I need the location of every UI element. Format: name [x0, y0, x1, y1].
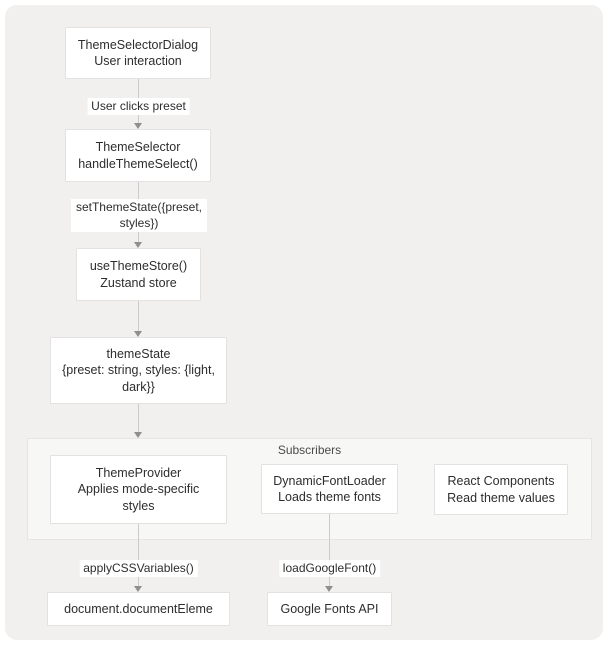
node-subtitle: handleThemeSelect() — [78, 156, 198, 171]
node-title: ThemeProvider — [95, 465, 182, 480]
edge-label-set-theme-state: setThemeState({preset, styles}) — [71, 199, 207, 232]
edge-dialog-to-selector-arrowhead — [134, 122, 142, 129]
node-title: useThemeStore() — [89, 259, 188, 273]
node-title: Google Fonts API — [280, 601, 379, 616]
node-theme-state[interactable]: themeState {preset: string, styles: {lig… — [50, 337, 227, 404]
edge-selector-to-store-arrowhead — [134, 241, 142, 248]
edge-store-to-state — [137, 300, 140, 331]
edge-fontloader-to-googlefonts-arrowhead — [325, 585, 333, 592]
edge-label-load-google-font: loadGoogleFont() — [278, 560, 381, 577]
node-theme-selector-dialog[interactable]: ThemeSelectorDialog User interaction — [65, 27, 211, 79]
node-dynamic-font-loader[interactable]: DynamicFontLoader Loads theme fonts — [261, 464, 398, 514]
edge-state-to-subscribers-arrowhead — [134, 431, 142, 438]
node-title: ThemeSelector — [95, 140, 181, 154]
node-subtitle: User interaction — [94, 54, 182, 68]
node-subtitle: Loads theme fonts — [278, 490, 381, 504]
node-subtitle: Applies mode-specific styles — [77, 482, 200, 513]
subscribers-group-label: Subscribers — [277, 443, 342, 457]
edge-label-user-clicks-preset: User clicks preset — [87, 97, 190, 115]
node-title: ThemeSelectorDialog — [77, 37, 199, 52]
edge-provider-to-document-arrowhead — [134, 585, 142, 592]
diagram-canvas: Subscribers ThemeSelectorDialog User int… — [5, 5, 603, 640]
node-subtitle: Zustand store — [100, 275, 177, 290]
node-subtitle: {preset: string, styles: {light, dark}} — [62, 363, 215, 394]
node-react-components[interactable]: React Components Read theme values — [434, 464, 568, 515]
edge-provider-to-document — [137, 523, 140, 586]
node-title: themeState — [106, 346, 171, 361]
node-theme-selector[interactable]: ThemeSelector handleThemeSelect() — [65, 129, 211, 182]
node-document-element[interactable]: document.documentEleme — [47, 592, 230, 626]
edge-store-to-state-arrowhead — [134, 330, 142, 337]
node-use-theme-store[interactable]: useThemeStore() Zustand store — [76, 248, 201, 301]
edge-state-to-subscribers — [137, 403, 140, 432]
node-subtitle: Read theme values — [447, 490, 555, 505]
node-title: document.documentEleme — [64, 601, 213, 616]
node-theme-provider[interactable]: ThemeProvider Applies mode-specific styl… — [50, 455, 227, 524]
node-google-fonts-api[interactable]: Google Fonts API — [267, 592, 392, 626]
edge-label-apply-css-variables: applyCSSVariables() — [79, 560, 198, 577]
edge-fontloader-to-googlefonts — [328, 513, 331, 586]
node-title: React Components — [447, 474, 555, 488]
node-title: DynamicFontLoader — [273, 473, 386, 488]
